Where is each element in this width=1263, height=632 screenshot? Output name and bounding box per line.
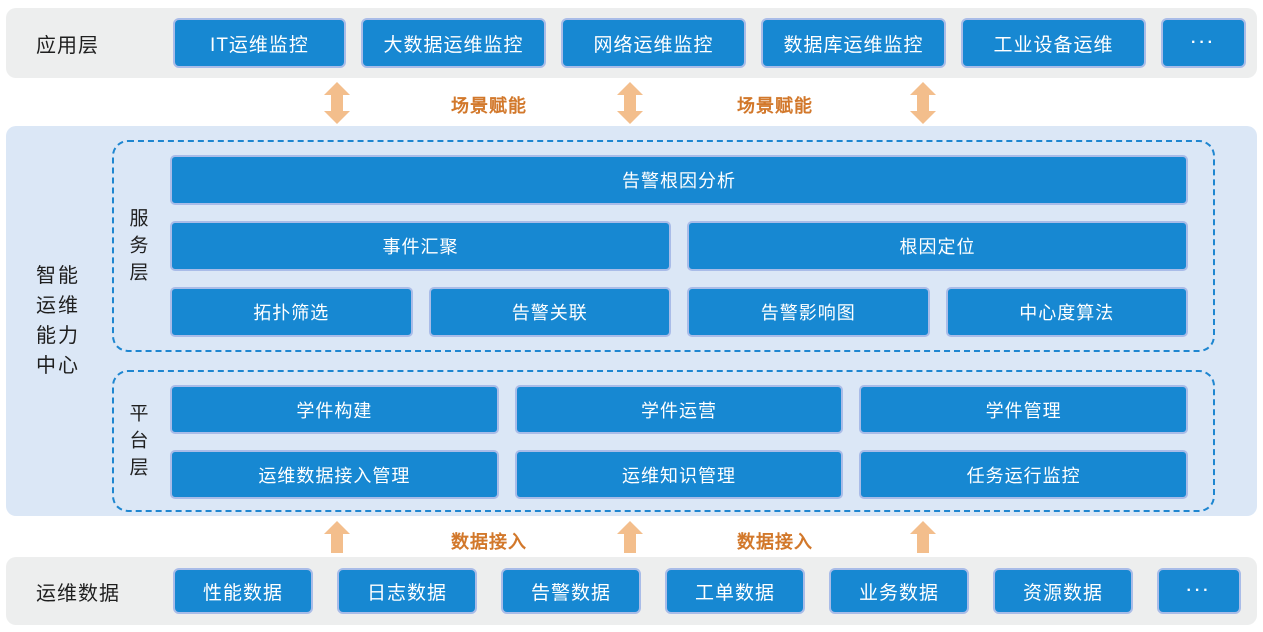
app-box-industrial-equipment-ops: 工业设备运维 <box>961 18 1146 68</box>
platform-row-1: 学件构建 学件运营 学件管理 <box>170 385 1189 434</box>
scene-double-arrow-icon <box>617 82 643 124</box>
service-layer-label: 服务层 <box>129 208 149 284</box>
platform-layer-label: 平台层 <box>129 403 149 479</box>
platform-box-task-run-monitoring: 任务运行监控 <box>859 450 1189 499</box>
capability-center-label-text: 智能运维能力中心 <box>36 265 80 377</box>
data-box-ellipsis: ··· <box>1157 568 1241 614</box>
data-access-label: 数据接入 <box>737 532 813 552</box>
data-access-label: 数据接入 <box>451 532 527 552</box>
service-box-event-aggregation: 事件汇聚 <box>170 221 671 271</box>
service-row-3: 拓扑筛选 告警关联 告警影响图 中心度算法 <box>170 287 1188 337</box>
data-box-resource: 资源数据 <box>993 568 1133 614</box>
application-layer-band: 应用层 IT运维监控 大数据运维监控 网络运维监控 数据库运维监控 工业设备运维… <box>6 8 1257 78</box>
platform-box-learnware-operation: 学件运营 <box>514 385 844 434</box>
platform-box-ops-knowledge-management: 运维知识管理 <box>514 450 844 499</box>
app-box-it-ops-monitoring: IT运维监控 <box>173 18 346 68</box>
platform-box-ops-data-access-management: 运维数据接入管理 <box>170 450 499 499</box>
data-box-ticket: 工单数据 <box>665 568 805 614</box>
app-box-bigdata-ops-monitoring: 大数据运维监控 <box>361 18 546 68</box>
scene-double-arrow-icon <box>324 82 350 124</box>
service-box-alarm-root-cause-analysis: 告警根因分析 <box>170 155 1188 205</box>
ops-data-band: 运维数据 性能数据 日志数据 告警数据 工单数据 业务数据 资源数据 ··· <box>6 557 1257 625</box>
app-box-network-ops-monitoring: 网络运维监控 <box>561 18 746 68</box>
data-up-arrow-icon <box>324 521 350 553</box>
application-layer-boxes: IT运维监控 大数据运维监控 网络运维监控 数据库运维监控 工业设备运维 ··· <box>173 18 1246 68</box>
service-box-topology-filtering: 拓扑筛选 <box>170 287 413 337</box>
data-box-log: 日志数据 <box>337 568 477 614</box>
platform-box-learnware-build: 学件构建 <box>170 385 499 434</box>
platform-box-learnware-management: 学件管理 <box>859 385 1189 434</box>
data-box-performance: 性能数据 <box>173 568 313 614</box>
platform-row-2: 运维数据接入管理 运维知识管理 任务运行监控 <box>170 450 1189 499</box>
service-box-alarm-correlation: 告警关联 <box>428 287 671 337</box>
service-row-1: 告警根因分析 <box>170 155 1188 205</box>
service-layer-rows: 告警根因分析 事件汇聚 根因定位 拓扑筛选 告警关联 告警影响图 中心度算法 <box>170 155 1188 337</box>
service-layer-container: 服务层 告警根因分析 事件汇聚 根因定位 拓扑筛选 告警关联 告警影响图 中心度… <box>112 140 1215 352</box>
capability-center-label: 智能运维能力中心 <box>36 126 84 516</box>
app-box-database-ops-monitoring: 数据库运维监控 <box>761 18 946 68</box>
service-box-centrality-algorithm: 中心度算法 <box>945 287 1188 337</box>
service-box-root-cause-location: 根因定位 <box>687 221 1188 271</box>
platform-layer-container: 平台层 学件构建 学件运营 学件管理 运维数据接入管理 运维知识管理 任务运行监… <box>112 370 1215 512</box>
service-box-alarm-impact-graph: 告警影响图 <box>687 287 930 337</box>
scene-enable-label: 场景赋能 <box>737 96 813 116</box>
ops-data-boxes: 性能数据 日志数据 告警数据 工单数据 业务数据 资源数据 ··· <box>173 568 1241 614</box>
data-box-business: 业务数据 <box>829 568 969 614</box>
app-box-ellipsis: ··· <box>1161 18 1246 68</box>
service-row-2: 事件汇聚 根因定位 <box>170 221 1188 271</box>
application-layer-label: 应用层 <box>36 34 99 57</box>
capability-center-band: 智能运维能力中心 服务层 告警根因分析 事件汇聚 根因定位 拓扑筛选 告警关联 … <box>6 126 1257 516</box>
ops-data-label: 运维数据 <box>36 582 120 605</box>
scene-enable-label: 场景赋能 <box>451 96 527 116</box>
scene-double-arrow-icon <box>910 82 936 124</box>
data-up-arrow-icon <box>910 521 936 553</box>
data-up-arrow-icon <box>617 521 643 553</box>
platform-layer-rows: 学件构建 学件运营 学件管理 运维数据接入管理 运维知识管理 任务运行监控 <box>170 385 1189 499</box>
data-box-alarm: 告警数据 <box>501 568 641 614</box>
